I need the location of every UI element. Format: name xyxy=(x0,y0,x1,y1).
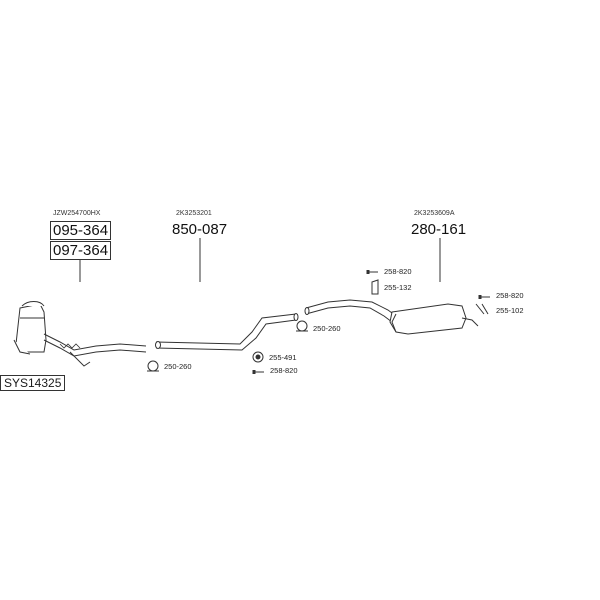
rubber-mount-255-102 xyxy=(475,303,489,315)
accessory-label[interactable]: 250-260 xyxy=(313,324,341,333)
accessory-label[interactable]: 258-820 xyxy=(496,291,524,300)
accessory-label[interactable]: 255-491 xyxy=(269,353,297,362)
part-number-280-161[interactable]: 280-161 xyxy=(411,221,467,238)
rubber-mount-255-132 xyxy=(371,279,379,295)
accessory-label[interactable]: 258-820 xyxy=(270,366,298,375)
clamp-250-260-rear xyxy=(296,320,308,332)
catalytic-converter xyxy=(13,301,47,355)
part-number-095-364[interactable]: 095-364 xyxy=(50,221,112,240)
oe-number-rear: 2K3253609A xyxy=(414,210,455,217)
rear-silencer xyxy=(389,303,479,335)
accessory-label[interactable]: 258-820 xyxy=(384,267,412,276)
rubber-mount-255-491 xyxy=(252,351,264,363)
bolt-258-820-a xyxy=(252,370,264,374)
front-pipe xyxy=(43,333,147,367)
system-code: SYS14325 xyxy=(0,375,66,391)
oe-number-mid: 2K3253201 xyxy=(176,210,212,217)
oe-number-cat: JZW254700HX xyxy=(53,210,101,217)
part-number-850-087[interactable]: 850-087 xyxy=(172,221,228,238)
middle-pipe xyxy=(155,313,299,351)
clamp-250-260-front xyxy=(147,360,159,372)
accessory-label[interactable]: 255-132 xyxy=(384,283,412,292)
part-number-097-364[interactable]: 097-364 xyxy=(50,241,112,260)
accessory-label[interactable]: 250-260 xyxy=(164,362,192,371)
bolt-258-820-b xyxy=(366,270,378,274)
bolt-258-820-c xyxy=(478,295,490,299)
accessory-label[interactable]: 255-102 xyxy=(496,306,524,315)
rear-pipe xyxy=(304,299,397,323)
